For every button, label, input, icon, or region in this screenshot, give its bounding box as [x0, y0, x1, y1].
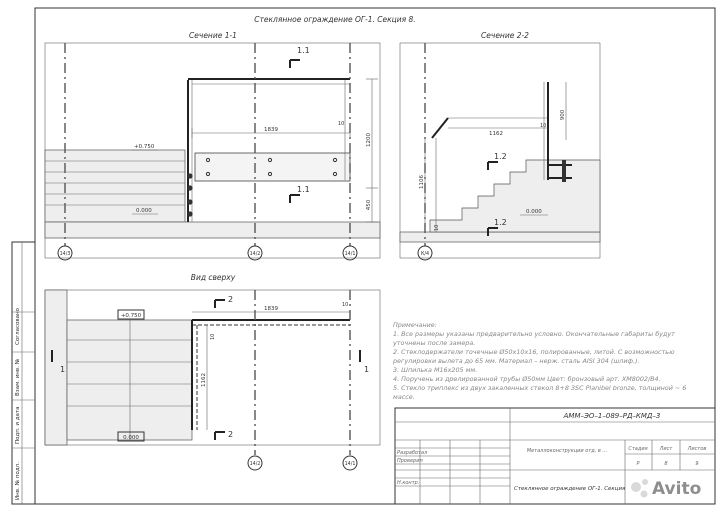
sec1-cut-marker-bottom: 1.1: [297, 185, 310, 194]
plan-cut-2-bottom: 2: [228, 430, 233, 439]
sec2-axis: К/4: [421, 251, 429, 257]
plan-dim-length: 1839: [264, 306, 278, 312]
sec1-dim-offset: 10: [338, 121, 344, 127]
watermark: Avito: [631, 479, 701, 499]
plan-axis-2: 14/1: [345, 461, 356, 467]
holder-4: [187, 211, 193, 217]
plan-cut-1-left: 1: [60, 365, 65, 374]
plan-landing: [66, 319, 193, 441]
sec1-cut-marker-top: 1.1: [297, 46, 310, 55]
tb-stage: Р: [636, 461, 639, 467]
title-block: АММ–ЭО–1–089–РД–КМД–3 Металлоконструкции…: [394, 407, 716, 505]
watermark-text: Avito: [652, 479, 701, 499]
tb-sheet-header: Лист: [659, 446, 674, 452]
note-line-5: 3. Шпилька М16х205 мм.: [393, 366, 477, 374]
sec1-axis-2: 14/2: [250, 251, 261, 257]
section-1-1: Сечение 1-1 1839 10: [44, 31, 381, 261]
sec1-dim-lower: 450: [366, 199, 372, 210]
notes-heading: Примечание:: [393, 321, 437, 329]
stair-body: [429, 159, 601, 233]
plan-title: Вид сверху: [191, 273, 236, 282]
plan-cut-1-right: 1: [364, 365, 369, 374]
tb-sheet: 8: [664, 461, 667, 467]
plan-dim-side: 1162: [201, 373, 207, 387]
plan-cut-2-top: 2: [228, 295, 233, 304]
glass-panel: [194, 152, 351, 182]
holder-2: [187, 185, 193, 191]
note-line-2: уточнены после замера.: [392, 339, 475, 347]
note-line-8: массе.: [393, 393, 415, 401]
tb-drawing-name: Стеклянное ограждение ОГ-1. Секция: [514, 486, 626, 492]
sec2-dim-height: 900: [560, 109, 566, 120]
plan-level-lower: 0.000: [123, 435, 139, 441]
section2-title: Сечение 2-2: [481, 31, 529, 40]
landing-slab: [44, 149, 186, 223]
note-line-7: 5. Стекло триплекс из двух закаленных ст…: [393, 384, 686, 392]
side-stamp: Согласовано Взам. инв. № Подп. и дата Ин…: [11, 241, 36, 505]
sec2-cut-marker-bottom: 1.2: [494, 218, 507, 227]
tb-sheets: 9: [695, 461, 698, 467]
holder-3: [187, 199, 193, 205]
floor-slab: [44, 221, 381, 239]
plan-level-upper: +0.750: [121, 313, 142, 319]
sec1-axis-1: 14/3: [60, 251, 71, 257]
sec2-handrail-slope: [431, 117, 449, 139]
plan-dim-offset: 10: [342, 302, 348, 308]
stamp-inv: Инв. № подл.: [15, 462, 21, 500]
sec1-axis-3: 14/1: [345, 251, 356, 257]
note-line-6: 4. Поручень из дрелированной трубы Ø50мм…: [393, 375, 661, 383]
tb-project: Металлоконструкции отд. в ...: [527, 448, 607, 454]
sec2-level-lower: 0.000: [526, 209, 542, 215]
sec1-level-lower: 0.000: [136, 208, 152, 214]
sec2-dim-length: 1162: [489, 131, 503, 137]
tb-code: АММ–ЭО–1–089–РД–КМД–3: [563, 412, 661, 420]
plan-axis-1: 14/2: [250, 461, 261, 467]
tb-role-2: Проверил: [397, 458, 423, 464]
note-line-1: 1. Все размеры указаны предварительно ус…: [393, 330, 675, 338]
sheet-title: Стеклянное ограждение ОГ-1. Секция 8.: [254, 15, 415, 24]
tb-stage-header: Стадия: [628, 446, 647, 452]
stamp-agreed: Согласовано: [15, 307, 21, 345]
sec2-dim-stair: 1106: [419, 175, 425, 189]
holder-1: [187, 173, 193, 179]
sec1-dim-height: 1200: [366, 133, 372, 147]
sec1-level-upper: +0.750: [134, 144, 155, 150]
plan-dim-side-offset: 10: [210, 334, 216, 340]
stamp-sign: Подп. и дата: [15, 407, 21, 444]
tb-role-1: Разработал: [397, 450, 428, 456]
section-2-2: Сечение 2-2 1162 10 900 1106 10 0.000 1.…: [399, 31, 601, 261]
sec2-dim-offset: 10: [540, 123, 546, 129]
plan-view: Вид сверху 1839 10 1162 10 +0.750 0.000 …: [44, 273, 381, 471]
tb-role-3: Н.контр.: [397, 480, 419, 486]
tb-sheets-header: Листов: [687, 446, 707, 452]
stamp-replace: Взам. инв. №: [15, 358, 21, 396]
notes: Примечание: 1. Все размеры указаны предв…: [392, 321, 686, 401]
note-line-3: 2. Стеклодержатели точечные Ø50х10х16, п…: [393, 348, 675, 356]
sec2-dim-small: 10: [434, 225, 440, 231]
sec2-cut-marker-top: 1.2: [494, 152, 507, 161]
sec1-dim-length: 1839: [264, 127, 278, 133]
note-line-4: регулировки вылета до 65 мм. Материал – …: [392, 357, 640, 365]
section1-title: Сечение 1-1: [189, 31, 237, 40]
